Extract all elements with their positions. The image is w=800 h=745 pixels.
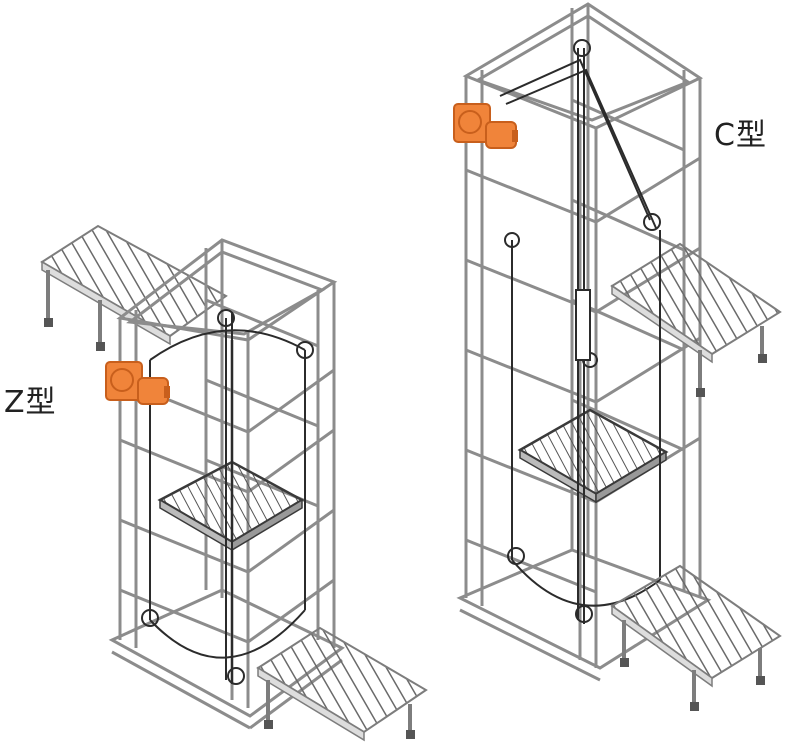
z-gear-motor-icon	[105, 361, 170, 405]
z-type-label: Z型	[4, 385, 57, 420]
c-carriage-platform	[517, 408, 669, 504]
z-lower-conveyor	[256, 626, 428, 742]
c-lower-conveyor	[610, 564, 782, 711]
z-drive-chains	[141, 309, 314, 685]
c-drive-chains	[499, 39, 661, 624]
z-type-lift	[40, 224, 428, 742]
c-gear-motor-icon	[453, 103, 518, 149]
c-upper-conveyor	[610, 242, 782, 397]
c-type-lift	[453, 2, 782, 711]
c-type-label: C型	[714, 118, 767, 153]
